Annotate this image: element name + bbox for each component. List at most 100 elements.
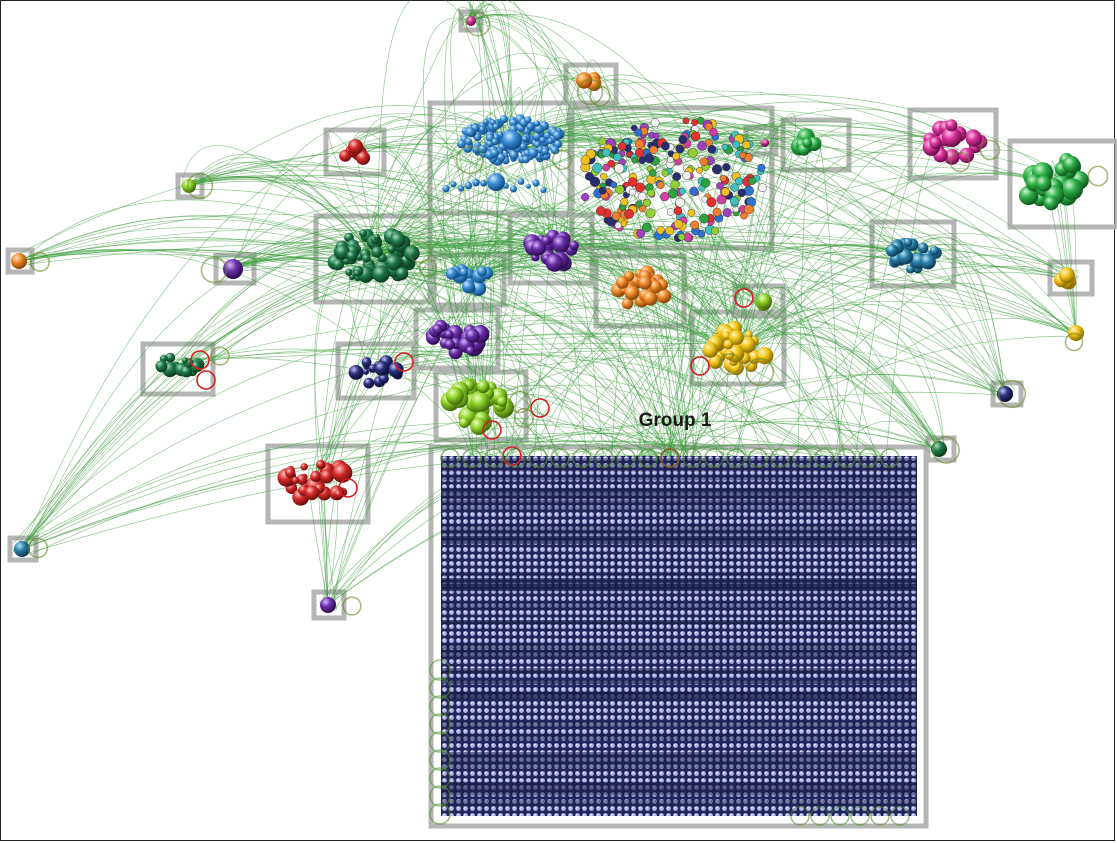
node — [181, 357, 189, 364]
edge — [525, 136, 1004, 392]
self-loop — [814, 448, 834, 468]
group1-stripe — [441, 788, 917, 796]
node — [627, 177, 638, 187]
group1-stripe — [441, 644, 917, 650]
node — [371, 246, 383, 258]
node-hub — [487, 173, 505, 191]
node — [592, 162, 603, 173]
edge — [458, 8, 558, 251]
self-loop — [792, 448, 812, 468]
edge — [831, 420, 940, 459]
node — [661, 169, 669, 177]
self-loop — [572, 448, 592, 468]
node — [581, 193, 590, 202]
node — [756, 347, 774, 365]
node — [385, 254, 402, 271]
node — [885, 244, 899, 257]
node — [602, 163, 610, 172]
node — [678, 135, 688, 144]
edge — [493, 244, 913, 459]
edge — [322, 235, 546, 609]
node — [492, 123, 500, 130]
node — [621, 298, 634, 310]
node — [635, 200, 643, 208]
node — [509, 150, 519, 160]
edge — [444, 19, 467, 271]
node — [661, 141, 670, 151]
node — [682, 117, 690, 125]
edge — [188, 157, 375, 257]
node — [373, 233, 380, 241]
node — [1043, 195, 1059, 211]
node — [526, 123, 535, 131]
node — [465, 127, 476, 137]
node — [545, 254, 564, 272]
edge — [885, 135, 955, 459]
node — [499, 115, 508, 124]
node — [675, 197, 685, 208]
node — [709, 127, 718, 137]
self-loop — [880, 448, 900, 468]
self-loop — [440, 448, 460, 468]
edge — [470, 0, 517, 143]
edge — [470, 14, 508, 459]
node — [600, 172, 608, 181]
edge — [747, 254, 1079, 341]
self-loop — [30, 252, 50, 272]
node — [722, 208, 732, 218]
self-loop — [186, 172, 214, 200]
node — [465, 138, 473, 146]
self-loop — [1087, 165, 1109, 187]
edge — [22, 355, 727, 544]
self-loop — [429, 785, 451, 807]
edge — [740, 282, 1073, 355]
node — [721, 331, 731, 341]
self-loop — [748, 448, 768, 468]
node — [649, 145, 658, 155]
edge — [307, 230, 539, 483]
node — [378, 373, 389, 384]
edge — [18, 249, 489, 459]
node — [598, 137, 607, 146]
edge — [360, 200, 635, 284]
edge — [373, 354, 621, 459]
node — [534, 124, 544, 134]
edge — [551, 238, 825, 459]
node — [743, 204, 754, 215]
self-loop — [551, 149, 573, 171]
edge — [679, 249, 1069, 456]
node — [712, 207, 722, 217]
edge — [723, 301, 1075, 356]
node — [729, 196, 739, 206]
group1-stripe — [441, 650, 917, 658]
node — [470, 417, 488, 435]
edge — [232, 257, 609, 459]
node-clusters — [11, 16, 1089, 613]
node — [666, 208, 675, 216]
edge — [680, 417, 939, 466]
group1-stripe — [441, 572, 917, 577]
node — [903, 237, 913, 247]
edge — [551, 241, 906, 251]
edge — [675, 335, 1084, 467]
node — [300, 463, 308, 471]
edge — [24, 245, 375, 556]
node — [917, 242, 929, 254]
node — [459, 267, 469, 277]
edge — [728, 118, 775, 353]
edge — [440, 219, 479, 279]
node — [442, 185, 450, 193]
node — [509, 118, 518, 128]
edge — [350, 131, 474, 281]
node — [704, 122, 713, 131]
edge — [666, 140, 958, 466]
cluster-green-right-small — [790, 128, 822, 156]
edge — [508, 140, 1076, 281]
node — [624, 208, 634, 219]
node — [470, 280, 487, 296]
group1-stripe — [441, 668, 917, 675]
node — [677, 233, 686, 241]
node — [332, 258, 344, 271]
node — [687, 147, 698, 158]
edge — [470, 14, 698, 459]
